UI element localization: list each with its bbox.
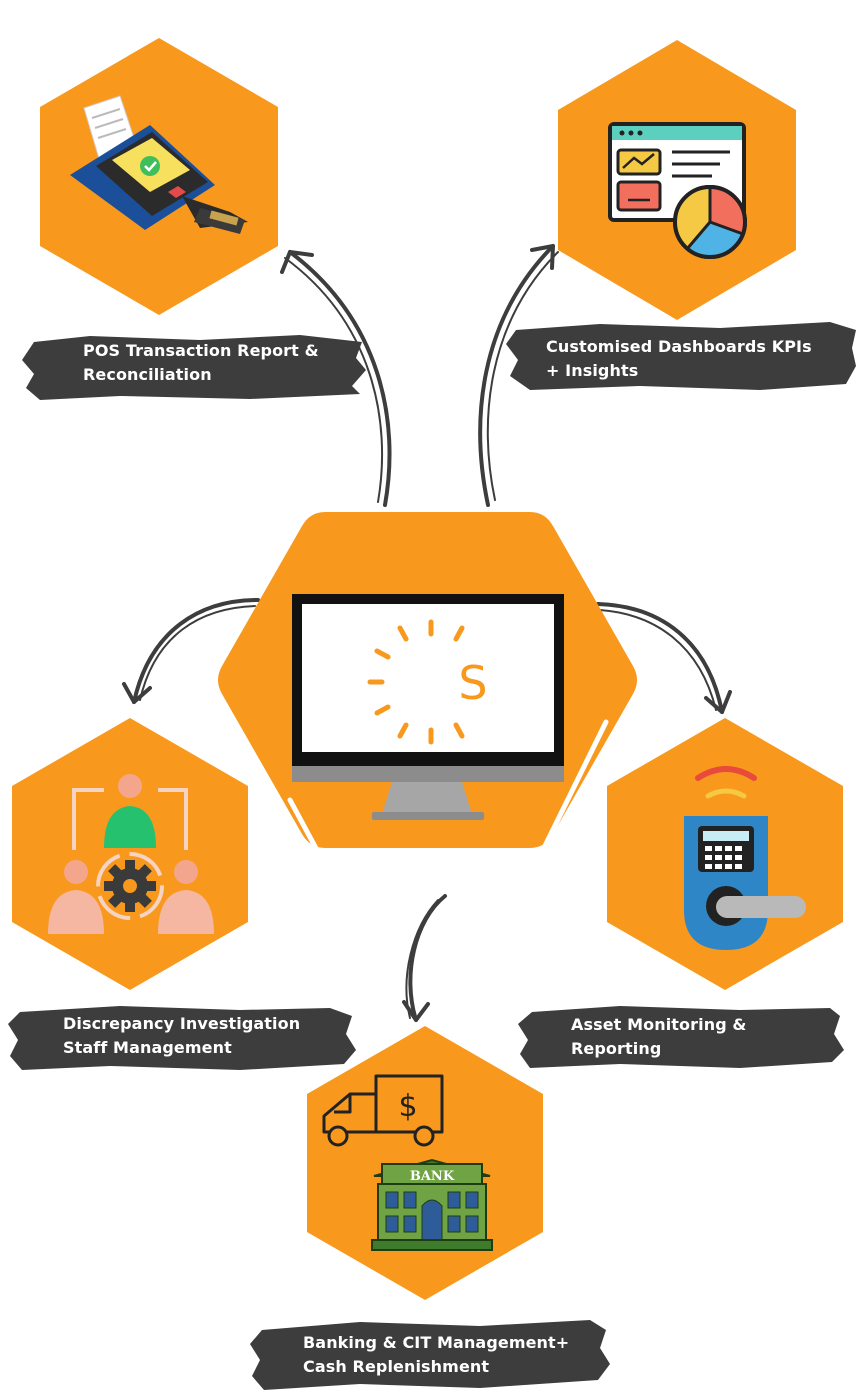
dashboard-label: Customised Dashboards KPIs + Insights (546, 335, 812, 383)
staff-label-line-1: Discrepancy Investigation (63, 1014, 301, 1033)
dashboard-hexagon (558, 40, 796, 320)
asset-label-line-2: Reporting (571, 1039, 662, 1058)
pos-hexagon (40, 38, 278, 315)
center-hexagon (218, 512, 637, 859)
staff-label: Discrepancy Investigation Staff Manageme… (63, 1012, 300, 1060)
dashboard-analytics-icon (608, 122, 747, 259)
smart-door-lock-icon (684, 766, 806, 950)
bank-label: Banking & CIT Management+ Cash Replenish… (303, 1331, 569, 1379)
dashboard-label-line-1: Customised Dashboards KPIs (546, 337, 812, 356)
bank-hexagon: $ (307, 1026, 543, 1300)
pos-label-line-1: POS Transaction Report & (83, 341, 319, 360)
staff-management-icon (48, 774, 214, 934)
bank-label-line-2: Cash Replenishment (303, 1357, 490, 1376)
sun-logo-icon (367, 619, 465, 745)
logo-letter: S (458, 656, 487, 710)
pos-label: POS Transaction Report & Reconciliation (83, 339, 319, 387)
bank-label-line-1: Banking & CIT Management+ (303, 1333, 570, 1352)
cash-truck-bank-icon: $ (322, 1074, 493, 1251)
dashboard-label-brush (506, 322, 856, 390)
pos-terminal-icon (70, 95, 248, 234)
bank-label-brush (250, 1320, 610, 1390)
connector-arrows (122, 244, 732, 1022)
arrow-to-banking (402, 894, 447, 1022)
staff-label-brush (8, 1006, 356, 1070)
staff-hexagon (12, 718, 248, 990)
svg-text:$: $ (398, 1089, 417, 1124)
asset-hexagon (607, 718, 843, 990)
asset-label-line-1: Asset Monitoring & (571, 1015, 747, 1034)
dashboard-label-line-2: + Insights (546, 361, 639, 380)
arrow-to-pos (280, 250, 392, 507)
asset-label-brush (518, 1006, 844, 1068)
pos-label-brush (22, 335, 366, 400)
arrow-to-dashboards (478, 244, 559, 507)
arrow-to-staff (122, 598, 260, 704)
pos-label-line-2: Reconciliation (83, 365, 212, 384)
asset-label: Asset Monitoring & Reporting (571, 1013, 746, 1061)
monitor-icon (292, 594, 564, 820)
bank-sign-text: BANK (410, 1169, 455, 1184)
label-brushes (8, 322, 856, 1390)
arrow-to-asset (596, 602, 732, 714)
staff-label-line-2: Staff Management (63, 1038, 232, 1057)
